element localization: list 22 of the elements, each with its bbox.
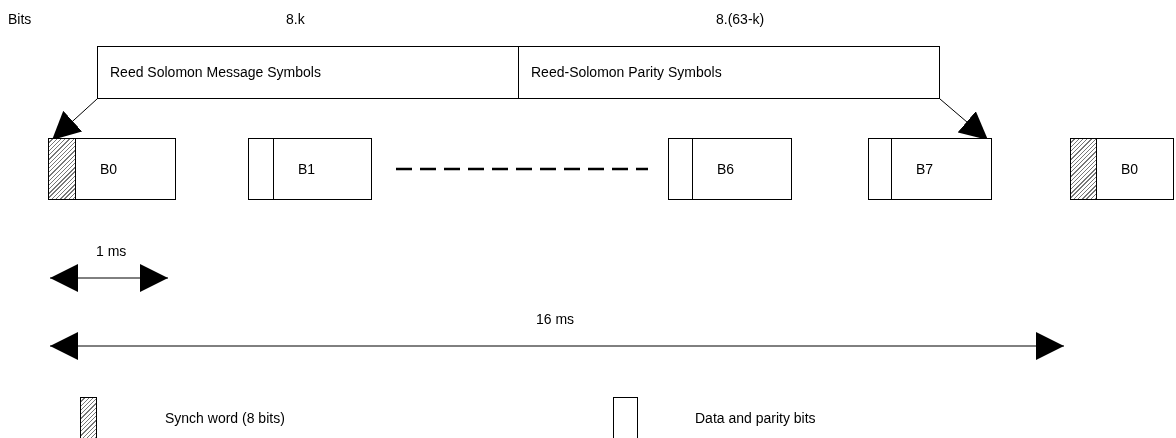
block-label: B7 — [916, 161, 934, 177]
block-label: B6 — [717, 161, 735, 177]
frame-block — [248, 138, 372, 200]
legend-label: Data and parity bits — [695, 410, 816, 426]
symbol-field — [97, 46, 519, 99]
dashed-line — [396, 167, 648, 171]
frame-block — [48, 138, 176, 200]
bit-count: 8.(63-k) — [716, 11, 765, 27]
dimension-label: 1 ms — [96, 243, 127, 259]
block-label: B1 — [298, 161, 316, 177]
block-label: B0 — [1121, 161, 1139, 177]
frame-block — [668, 138, 792, 200]
bit-count: 8.k — [286, 11, 305, 27]
block-label: Reed Solomon Message Symbols — [110, 64, 321, 80]
block-label: B0 — [100, 161, 118, 177]
block-label: Reed-Solomon Parity Symbols — [531, 64, 722, 80]
frame-block — [868, 138, 992, 200]
dimension-label: 16 ms — [536, 311, 575, 327]
frame-block — [1070, 138, 1174, 200]
axis-label: Bits — [8, 11, 32, 27]
symbol-field — [518, 46, 940, 99]
legend-label: Synch word (8 bits) — [165, 410, 285, 426]
